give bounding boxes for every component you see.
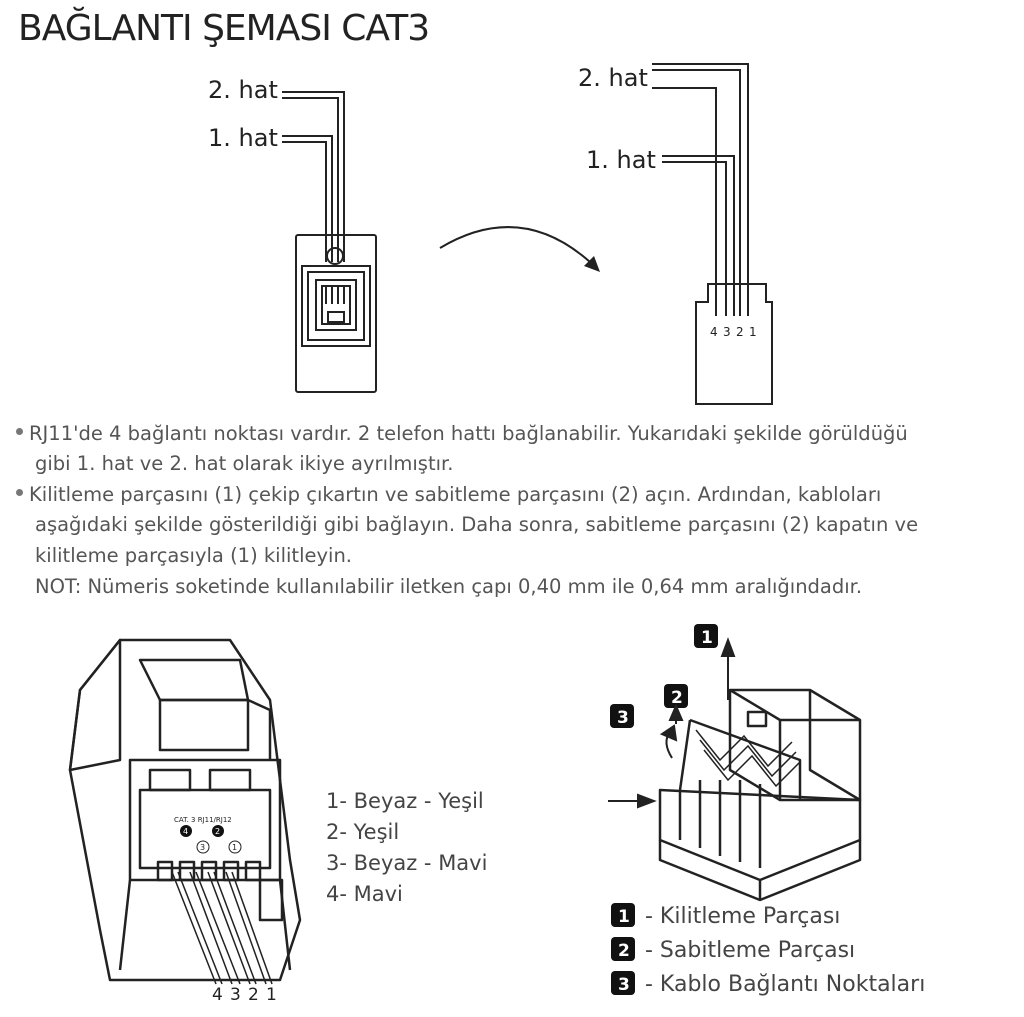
part-1-num: 1 — [618, 907, 630, 927]
jack-pin-3: 3 — [230, 985, 241, 1005]
plug-pin-2: 2 — [736, 325, 744, 339]
curved-arrow-icon — [659, 724, 678, 759]
plug-pin-3: 3 — [723, 325, 731, 339]
plug-diagram — [652, 63, 773, 405]
part-2-num: 2 — [618, 941, 630, 961]
jack-pin-1: 1 — [266, 985, 277, 1005]
line2-label-left: 2. hat — [208, 76, 278, 104]
part-3-label: - Kablo Bağlantı Noktaları — [645, 972, 925, 997]
jack-wires — [171, 871, 273, 985]
plug-pin-4: 4 — [710, 325, 718, 339]
page-title: BAĞLANTI ŞEMASI CAT3 — [18, 8, 430, 49]
keystone-jack-diagram — [68, 638, 302, 982]
paragraph-2-line-2: aşağıdaki şekilde gösterildiği gibi bağl… — [35, 513, 919, 536]
color-item-3: 3- Beyaz - Mavi — [326, 851, 487, 875]
badge-2-text: 2 — [671, 688, 683, 708]
bullet-icon — [16, 489, 23, 496]
module-diagram — [658, 688, 862, 902]
line2-label-right: 2. hat — [578, 64, 648, 92]
arrow-up-2-icon — [668, 703, 684, 724]
color-item-2: 2- Yeşil — [326, 820, 399, 844]
jack-label-2: 2 — [215, 827, 220, 836]
jack-pin-2: 2 — [248, 985, 259, 1005]
jack-small-text: CAT. 3 RJ11/RJ12 — [174, 816, 232, 824]
paragraph-2-line-1: Kilitleme parçasını (1) çekip çıkartın v… — [16, 480, 881, 510]
jack-pin-4: 4 — [212, 985, 223, 1005]
color-item-1: 1- Beyaz - Yeşil — [326, 789, 484, 813]
part-3-num: 3 — [618, 975, 630, 995]
color-item-4: 4- Mavi — [326, 882, 403, 906]
paragraph-2-line-3: kilitleme parçasıyla (1) kilitleyin. — [35, 544, 353, 567]
bullet-icon — [16, 428, 23, 435]
plug-pin-1: 1 — [749, 325, 757, 339]
arrow-up-icon — [720, 637, 736, 700]
part-1-label: - Kilitleme Parçası — [645, 904, 840, 929]
badge-1-icon: 1 — [694, 624, 718, 648]
badge-1-text: 1 — [701, 628, 713, 648]
socket-diagram — [282, 91, 377, 393]
line1-label-right: 1. hat — [586, 146, 656, 174]
jack-label-3: 3 — [200, 843, 205, 852]
badge-3-text: 3 — [617, 708, 629, 728]
line1-label-left: 1. hat — [208, 124, 278, 152]
arrow-right-icon — [439, 226, 600, 272]
jack-circle-labels: 4 2 3 1 — [180, 825, 242, 854]
paragraph-1-line-1: RJ11'de 4 bağlantı noktası vardır. 2 tel… — [16, 419, 908, 449]
paragraph-1-line-2: gibi 1. hat ve 2. hat olarak ikiye ayrıl… — [35, 452, 454, 475]
part-2-label: - Sabitleme Parçası — [645, 938, 855, 963]
arrow-in-icon — [608, 793, 657, 809]
cable-terminals — [695, 729, 801, 788]
parts-legend: 1 - Kilitleme Parçası 2 - Sabitleme Parç… — [611, 903, 925, 997]
jack-label-4: 4 — [183, 827, 188, 836]
badge-3-icon: 3 — [610, 704, 634, 728]
note-text: NOT: Nümeris soketinde kullanılabilir il… — [35, 575, 863, 598]
jack-label-1: 1 — [232, 843, 237, 852]
badge-2-icon: 2 — [664, 684, 688, 708]
